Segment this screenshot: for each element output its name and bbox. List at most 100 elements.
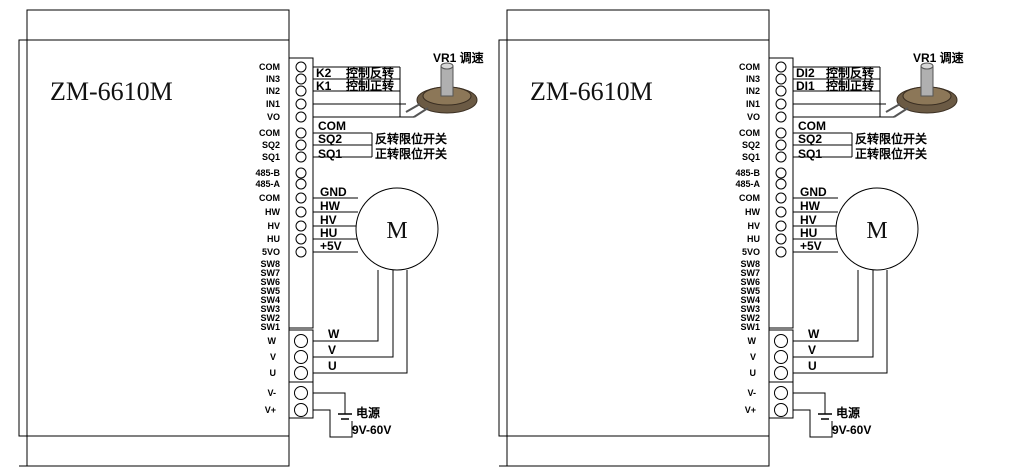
pin-label: SW1	[740, 322, 760, 332]
terminal-screw	[775, 73, 787, 85]
terminal-screw	[775, 192, 787, 204]
motor-label: M	[866, 218, 887, 244]
pin-label: 485-A	[255, 179, 280, 189]
pin-label: W	[748, 336, 757, 346]
limit-label: 正转限位开关	[855, 146, 927, 161]
pin-label: V	[750, 352, 756, 362]
pin-label: SW4	[740, 295, 760, 305]
side-flange	[18, 39, 28, 437]
hall-label: HW	[800, 199, 821, 213]
pin-label: SW8	[740, 259, 760, 269]
pin-label: SW1	[260, 322, 280, 332]
phase-label: V	[328, 343, 336, 357]
hall-label: GND	[320, 185, 347, 199]
terminal-screw	[295, 246, 307, 258]
limit-switch-label: SQ2	[318, 132, 342, 146]
terminal-screw	[295, 85, 307, 97]
controller-body	[26, 9, 290, 467]
pin-label: SW7	[740, 268, 760, 278]
pin-label: SQ1	[742, 152, 760, 162]
terminal-screw	[294, 386, 308, 400]
pin-label: HV	[747, 221, 760, 231]
switch-label: DI2	[796, 66, 815, 80]
pin-label: SW6	[740, 277, 760, 287]
pin-label: 485-A	[735, 179, 760, 189]
pin-label: IN1	[746, 99, 760, 109]
input-label: 控制正转	[346, 78, 394, 93]
pin-label: IN1	[266, 99, 280, 109]
controller-panel-1: ZM-6610MCOMIN3IN2IN1VOCOMSQ2SQ1485-B485-…	[18, 9, 484, 467]
com-label: COM	[798, 119, 826, 133]
power-wire	[313, 392, 346, 414]
phase-wire	[793, 270, 874, 358]
terminal-screw	[295, 233, 307, 245]
pin-label: COM	[259, 62, 280, 72]
pin-label: SW8	[260, 259, 280, 269]
terminal-screw	[295, 220, 307, 232]
terminal-screw	[295, 61, 307, 73]
terminal-screw	[295, 178, 307, 190]
pin-label: SW3	[740, 304, 760, 314]
pin-label: V+	[265, 405, 276, 415]
pin-label: HW	[265, 207, 280, 217]
limit-label: 正转限位开关	[375, 146, 447, 161]
hall-label: HW	[320, 199, 341, 213]
controller-body	[506, 9, 770, 467]
limit-label: 反转限位开关	[855, 131, 927, 146]
terminal-screw	[775, 206, 787, 218]
terminal-screw	[775, 246, 787, 258]
terminal-screw	[295, 151, 307, 163]
pin-label: 5VO	[262, 247, 280, 257]
terminal-screw	[294, 334, 308, 348]
terminal-screw	[294, 350, 308, 364]
pin-label: SW4	[260, 295, 280, 305]
terminal-screw	[775, 151, 787, 163]
terminal-screw	[775, 61, 787, 73]
motor-label: M	[386, 218, 407, 244]
terminal-screw	[775, 178, 787, 190]
phase-wire	[313, 270, 379, 342]
terminal-screw	[774, 350, 788, 364]
hall-label: HV	[320, 213, 337, 227]
terminal-screw	[294, 366, 308, 380]
hall-label: HU	[800, 226, 817, 240]
pin-label: U	[270, 368, 277, 378]
terminal-screw	[775, 127, 787, 139]
pot-label: VR1 调速	[433, 50, 484, 65]
pin-label: COM	[739, 62, 760, 72]
pin-label: SQ2	[742, 140, 760, 150]
pin-label: V-	[747, 388, 756, 398]
terminal-screw	[774, 334, 788, 348]
terminal-screw	[294, 403, 308, 417]
terminal-screw	[295, 167, 307, 179]
terminal-screw	[774, 403, 788, 417]
potentiometer-icon	[405, 62, 478, 118]
pin-label: V+	[745, 405, 756, 415]
terminal-screw	[295, 73, 307, 85]
pin-label: HU	[267, 234, 280, 244]
pin-label: IN2	[746, 86, 760, 96]
switch-label: DI1	[796, 79, 815, 93]
terminal-screw	[775, 111, 787, 123]
pin-label: 485-B	[735, 168, 760, 178]
terminal-screw	[775, 139, 787, 151]
hall-label: GND	[800, 185, 827, 199]
phase-wire	[313, 270, 408, 374]
power-range: 9V-60V	[352, 423, 391, 437]
pin-label: IN2	[266, 86, 280, 96]
switch-label: K2	[316, 66, 332, 80]
input-label: 控制反转	[346, 65, 394, 80]
potentiometer-icon	[885, 62, 958, 118]
pin-label: COM	[259, 193, 280, 203]
terminal-screw	[775, 220, 787, 232]
phase-wire	[313, 270, 394, 358]
terminal-screw	[295, 111, 307, 123]
input-label: 控制反转	[826, 65, 874, 80]
phase-label: W	[328, 327, 340, 341]
input-label: 控制正转	[826, 78, 874, 93]
power-label: 电源	[356, 405, 380, 420]
hall-label: +5V	[800, 239, 822, 253]
pin-label: U	[750, 368, 757, 378]
limit-switch-label: SQ1	[318, 147, 342, 161]
